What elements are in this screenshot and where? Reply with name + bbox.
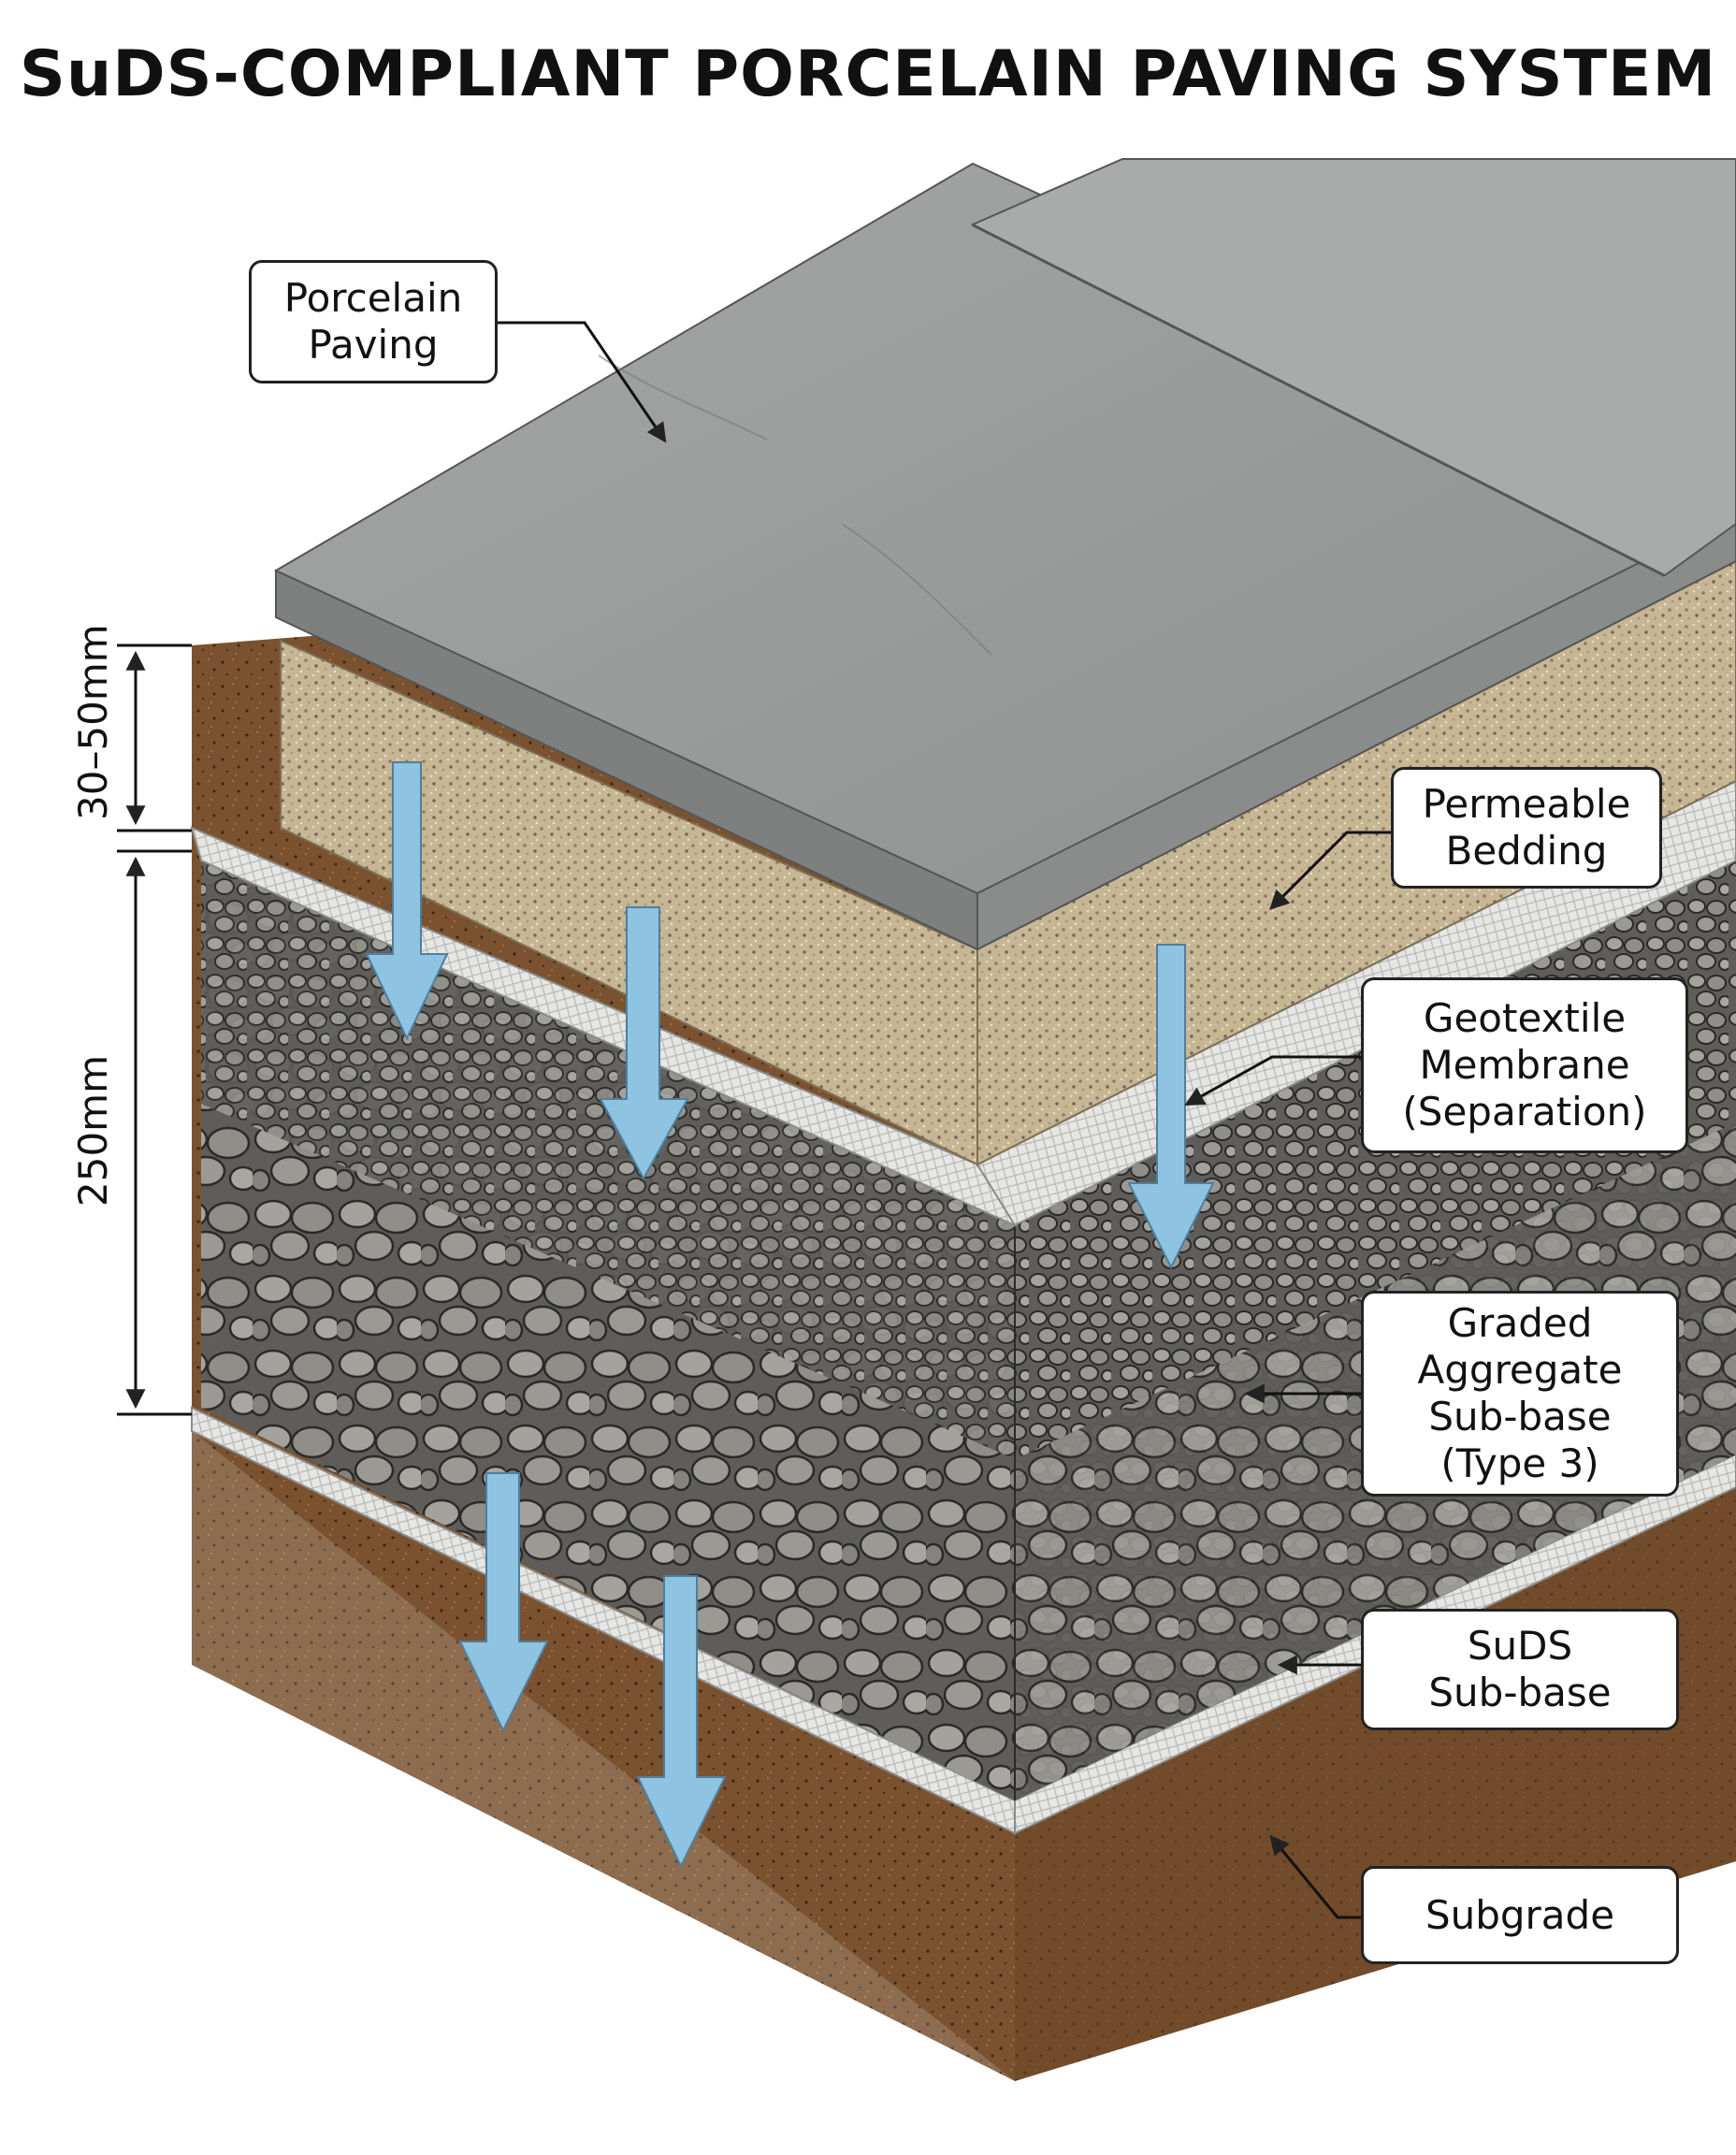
leader-lines [496,321,1394,1919]
label-line: Porcelain [283,275,463,321]
label-porcelain-paving: Porcelain Paving [249,260,498,383]
label-line: Geotextile [1423,995,1627,1041]
label-permeable-bedding: Permeable Bedding [1391,767,1662,889]
water-arrow [458,1472,549,1733]
water-arrow [636,1575,727,1869]
label-line: Permeable [1422,781,1631,827]
label-line: Subgrade [1425,1891,1615,1938]
label-subgrade: Subgrade [1361,1866,1679,1964]
label-line: Bedding [1445,828,1608,874]
label-line: Aggregate [1417,1347,1623,1393]
dimension-lines [117,644,192,1416]
label-line: (Separation) [1402,1089,1647,1135]
diagram-title: SuDS-COMPLIANT PORCELAIN PAVING SYSTEM [19,37,1717,111]
water-flow-arrows [365,761,1215,1869]
water-arrow [1127,944,1215,1270]
water-arrow [365,761,449,1041]
label-line: Paving [308,322,439,368]
label-graded-aggregate: Graded Aggregate Sub-base (Type 3) [1361,1291,1679,1497]
label-suds-subbase: SuDS Sub-base [1361,1609,1679,1730]
label-line: Membrane [1419,1042,1630,1088]
label-line: (Type 3) [1440,1440,1599,1486]
porcelain-paving-layer [273,158,1736,951]
label-geotextile-membrane: Geotextile Membrane (Separation) [1361,977,1688,1153]
water-arrow [599,906,689,1181]
bedding-depth-label: 30–50mm [70,624,116,820]
label-line: Graded [1447,1300,1593,1346]
label-line: Sub-base [1428,1670,1612,1715]
subbase-depth-label: 250mm [70,1055,116,1207]
label-line: Sub-base [1428,1394,1612,1439]
label-line: SuDS [1467,1623,1573,1669]
